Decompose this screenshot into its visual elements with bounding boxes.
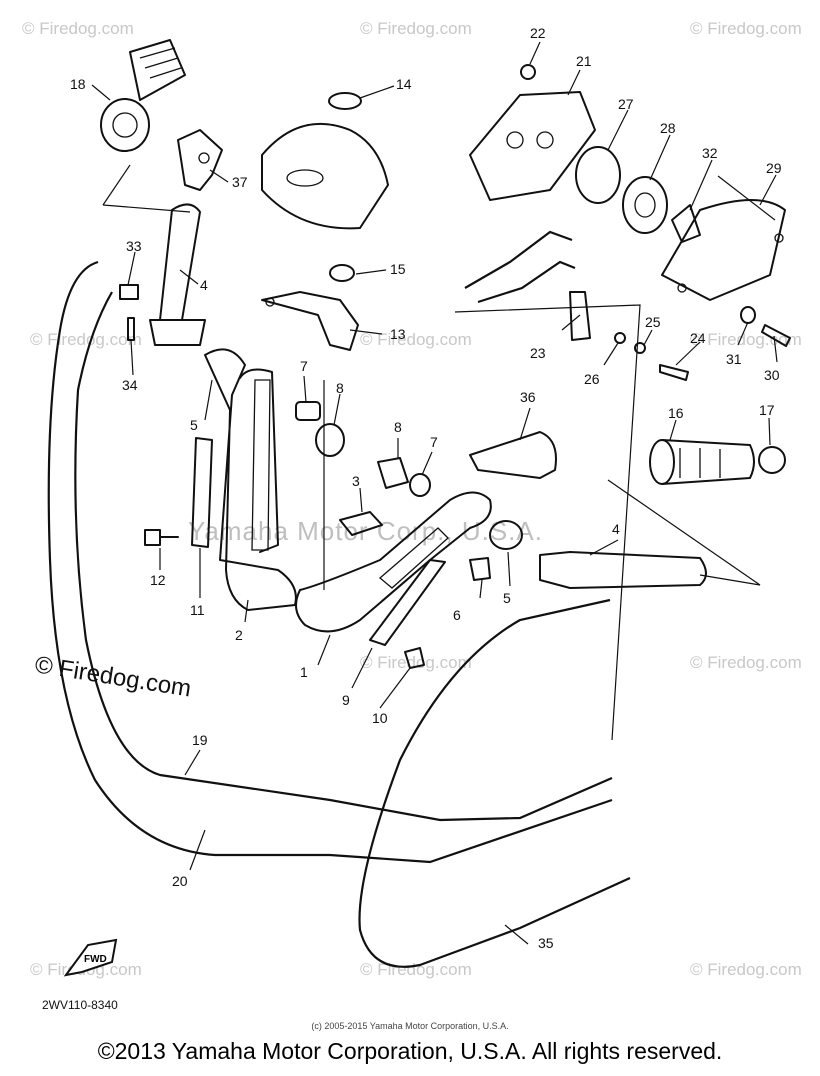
part-handle-bracket-right <box>295 491 492 633</box>
watermark-text: © Firedog.com <box>360 19 472 38</box>
part-switch-cover <box>469 431 557 479</box>
callout-4-right: 4 <box>612 521 620 537</box>
watermark-text: © Firedog.com <box>22 19 134 38</box>
part-short-cable <box>464 230 576 304</box>
part-bolt-3 <box>339 511 383 536</box>
watermark-text: © Firedog.com <box>690 330 802 349</box>
callout-16: 16 <box>668 405 684 421</box>
callout-37: 37 <box>232 174 248 190</box>
part-bushings-left <box>295 401 345 457</box>
watermark-text: © Firedog.com <box>360 960 472 979</box>
part-cover-plate-right <box>369 559 446 669</box>
callout-8-left: 8 <box>336 380 344 396</box>
copyright-notice: ©2013 Yamaha Motor Corporation, U.S.A. A… <box>97 1038 723 1064</box>
callout-29: 29 <box>766 160 782 176</box>
part-small-hardware <box>569 291 791 381</box>
callout-11: 11 <box>190 602 205 618</box>
watermark-text: © Firedog.com <box>360 330 472 349</box>
callout-17: 17 <box>759 402 775 418</box>
callout-3: 3 <box>352 473 360 489</box>
callout-28: 28 <box>660 120 676 136</box>
callout-9: 9 <box>342 692 350 708</box>
callout-5-right: 5 <box>503 590 511 606</box>
part-bar-tube-right <box>539 551 707 589</box>
part-fittings-left <box>119 284 139 341</box>
callout-19: 19 <box>192 732 208 748</box>
part-cables <box>47 260 641 968</box>
callout-8-right: 8 <box>394 419 402 435</box>
part-cap-5-right <box>489 520 523 550</box>
callout-5-left: 5 <box>190 417 198 433</box>
callout-1: 1 <box>300 664 308 680</box>
callout-18: 18 <box>70 76 86 92</box>
watermark-layer: © Firedog.com © Firedog.com © Firedog.co… <box>22 19 802 979</box>
callout-23: 23 <box>530 345 546 361</box>
callout-7-right: 7 <box>430 434 438 450</box>
callout-22: 22 <box>530 25 546 41</box>
callout-31: 31 <box>726 351 742 367</box>
part-cover <box>261 92 389 230</box>
callout-34: 34 <box>122 377 138 393</box>
watermark-text: © Firedog.com <box>690 19 802 38</box>
callout-10: 10 <box>372 710 388 726</box>
part-bolt-6 <box>469 557 491 581</box>
callout-12: 12 <box>150 572 166 588</box>
callout-13: 13 <box>390 326 406 342</box>
callout-30: 30 <box>764 367 780 383</box>
leader-lines <box>91 41 778 945</box>
watermark-text: © Firedog.com <box>360 653 472 672</box>
callout-7-left: 7 <box>300 358 308 374</box>
part-throttle-housing <box>469 64 786 301</box>
callout-25: 25 <box>645 314 661 330</box>
part-lever-bracket <box>177 129 223 191</box>
part-upper-bracket <box>261 264 359 351</box>
callout-15: 15 <box>390 261 406 277</box>
fwd-label: FWD <box>84 954 107 965</box>
callout-21: 21 <box>576 53 592 69</box>
callout-26: 26 <box>584 371 600 387</box>
part-left-grip <box>100 39 186 152</box>
callout-27: 27 <box>618 96 634 112</box>
part-cover-plate-left <box>191 437 213 548</box>
callout-2: 2 <box>235 627 243 643</box>
callout-20: 20 <box>172 873 188 889</box>
part-bushings-right <box>377 457 431 497</box>
part-bar-tube-left <box>149 203 206 346</box>
callout-labels: 1 2 3 4 4 5 5 6 7 7 8 8 9 10 11 12 13 14… <box>70 25 782 951</box>
part-bolt-12 <box>144 529 179 546</box>
callout-4-left: 4 <box>200 277 208 293</box>
fwd-arrow-icon: FWD <box>63 938 118 977</box>
part-code: 2WV110-8340 <box>42 998 118 1012</box>
callout-32: 32 <box>702 145 718 161</box>
watermark-text: © Firedog.com <box>690 653 802 672</box>
part-handle-bracket-left <box>204 348 297 611</box>
callout-6: 6 <box>453 607 461 623</box>
large-watermark: © Firedog.com <box>33 651 193 702</box>
small-credit: (c) 2005-2015 Yamaha Motor Corporation, … <box>311 1021 509 1031</box>
watermark-text: © Firedog.com <box>30 330 142 349</box>
part-right-grip <box>649 439 786 485</box>
callout-24: 24 <box>690 330 706 346</box>
callout-36: 36 <box>520 389 536 405</box>
watermark-text: © Firedog.com <box>690 960 802 979</box>
callout-35: 35 <box>538 935 554 951</box>
callout-14: 14 <box>396 76 412 92</box>
callout-33: 33 <box>126 238 142 254</box>
